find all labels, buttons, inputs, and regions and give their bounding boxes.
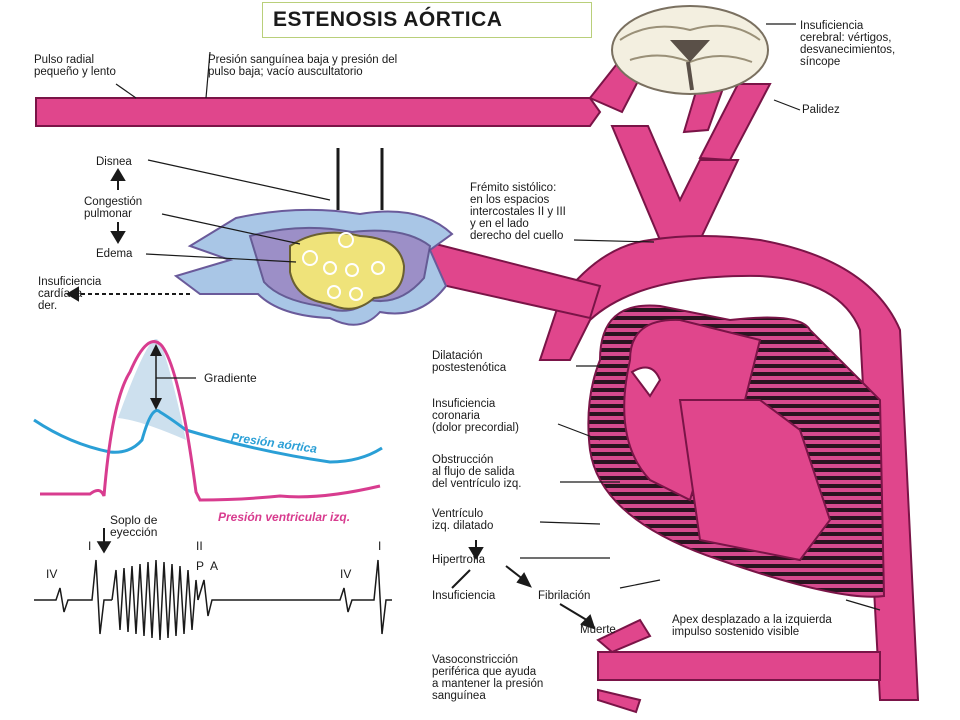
label-disnea: Disnea [96, 156, 132, 168]
label-dilatacion: Dilatación postestenótica [432, 350, 507, 374]
label-muerte: Muerte [580, 624, 616, 636]
label-presion-baja: Presión sanguínea baja y presión del pul… [208, 54, 398, 78]
label-edema: Edema [96, 248, 133, 260]
ecg-iv-left: IV [46, 567, 58, 581]
ecg-i-left: I [88, 539, 92, 553]
label-insuficiencia-cerebral: Insuficiencia cerebral: vértigos, desvan… [800, 20, 896, 68]
label-ventriculo: Ventrículo izq. dilatado [432, 508, 494, 532]
label-insuf-coronaria: Insuficiencia coronaria (dolor precordia… [432, 398, 519, 434]
label-pulso-radial: Pulso radial pequeño y lento [34, 54, 116, 78]
label-insuficiencia: Insuficiencia [432, 590, 496, 602]
brain-icon [611, 5, 769, 95]
label-hipertrofia: Hipertrofia [432, 554, 486, 566]
label-fremito: Frémito sistólico: en los espacios inter… [470, 182, 566, 242]
label-apex: Apex desplazado a la izquierda impulso s… [672, 614, 832, 638]
lung-icon [173, 148, 454, 326]
label-palidez: Palidez [802, 104, 840, 116]
aortic-pressure-curve [33, 409, 383, 464]
flow-arrows [66, 168, 596, 630]
label-insuf-cardiaca: Insuficiencia cardíaca der. [38, 276, 102, 312]
label-presion-ventricular: Presión ventricular izq. [218, 510, 351, 524]
label-gradiente: Gradiente [204, 371, 257, 385]
ecg-a: A [210, 559, 219, 573]
label-fibrilacion: Fibrilación [538, 590, 591, 602]
radial-artery [35, 97, 602, 127]
label-soplo: Soplo de eyección [110, 513, 158, 539]
ecg-ii: II [196, 539, 203, 553]
pulmonary-vessel [419, 238, 602, 320]
heart-icon [587, 304, 886, 598]
page-title: ESTENOSIS AÓRTICA [262, 2, 592, 38]
ecg-i-right: I [378, 539, 382, 553]
ecg-p: P [196, 559, 205, 573]
ventricular-pressure-curve [40, 340, 381, 502]
pressure-graph [33, 338, 383, 502]
leader-lines [115, 23, 881, 611]
femoral-artery [596, 618, 881, 714]
label-vasoconstriccion: Vasoconstricción periférica que ayuda a … [432, 654, 544, 702]
phonocardiogram [34, 528, 392, 641]
ecg-iv-right: IV [340, 567, 352, 581]
label-congestion: Congestión pulmonar [84, 196, 143, 220]
label-obstruccion: Obstrucción al flujo de salida del ventr… [432, 454, 522, 490]
